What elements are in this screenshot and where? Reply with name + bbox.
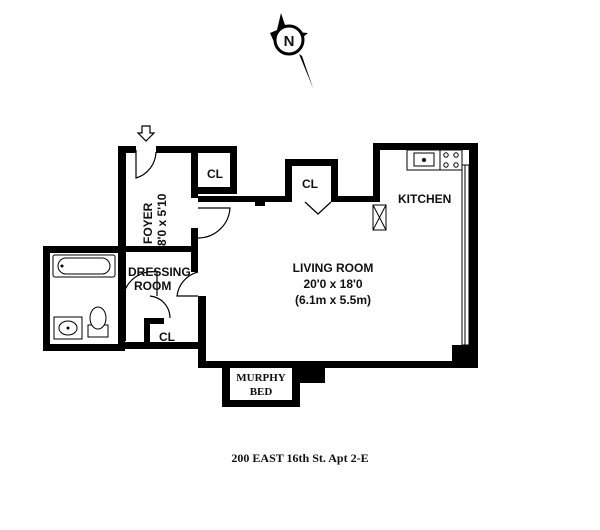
bathroom-fixtures (52, 254, 116, 340)
address-caption: 200 EAST 16th St. Apt 2-E (231, 451, 368, 465)
murphy-bed-alcove (230, 368, 292, 400)
dressing-room-label-line1: DRESSING (128, 265, 191, 279)
compass-letter: N (284, 33, 295, 50)
murphy-bed-label-line1: MURPHY (236, 372, 286, 384)
living-room-label: LIVING ROOM (293, 261, 374, 275)
toilet-icon (87, 306, 109, 338)
closet-foyer-label: CL (207, 167, 223, 181)
kitchen-fixtures (372, 149, 463, 231)
foyer-dims: 8'0 x 5'10 (155, 193, 169, 246)
dressing-room-label-line2: ROOM (134, 279, 171, 293)
refrigerator-icon (372, 204, 387, 231)
kitchen-window (461, 164, 470, 346)
living-room-dims: 20'0 x 18'0 (303, 277, 362, 291)
walls (43, 143, 478, 407)
compass-icon: N (270, 13, 313, 88)
living-room-metric: (6.1m x 5.5m) (295, 293, 371, 307)
murphy-bed-label-line2: BED (250, 386, 273, 398)
bathtub-icon (52, 254, 116, 278)
foyer-label: FOYER (141, 202, 155, 244)
stove-icon (439, 149, 463, 171)
entry-arrow-icon (136, 125, 156, 142)
kitchen-label: KITCHEN (398, 192, 451, 206)
closet-dressing-label: CL (159, 330, 175, 344)
door-swings (124, 150, 332, 319)
sink-icon (53, 316, 83, 340)
closet-living-label: CL (302, 177, 318, 191)
